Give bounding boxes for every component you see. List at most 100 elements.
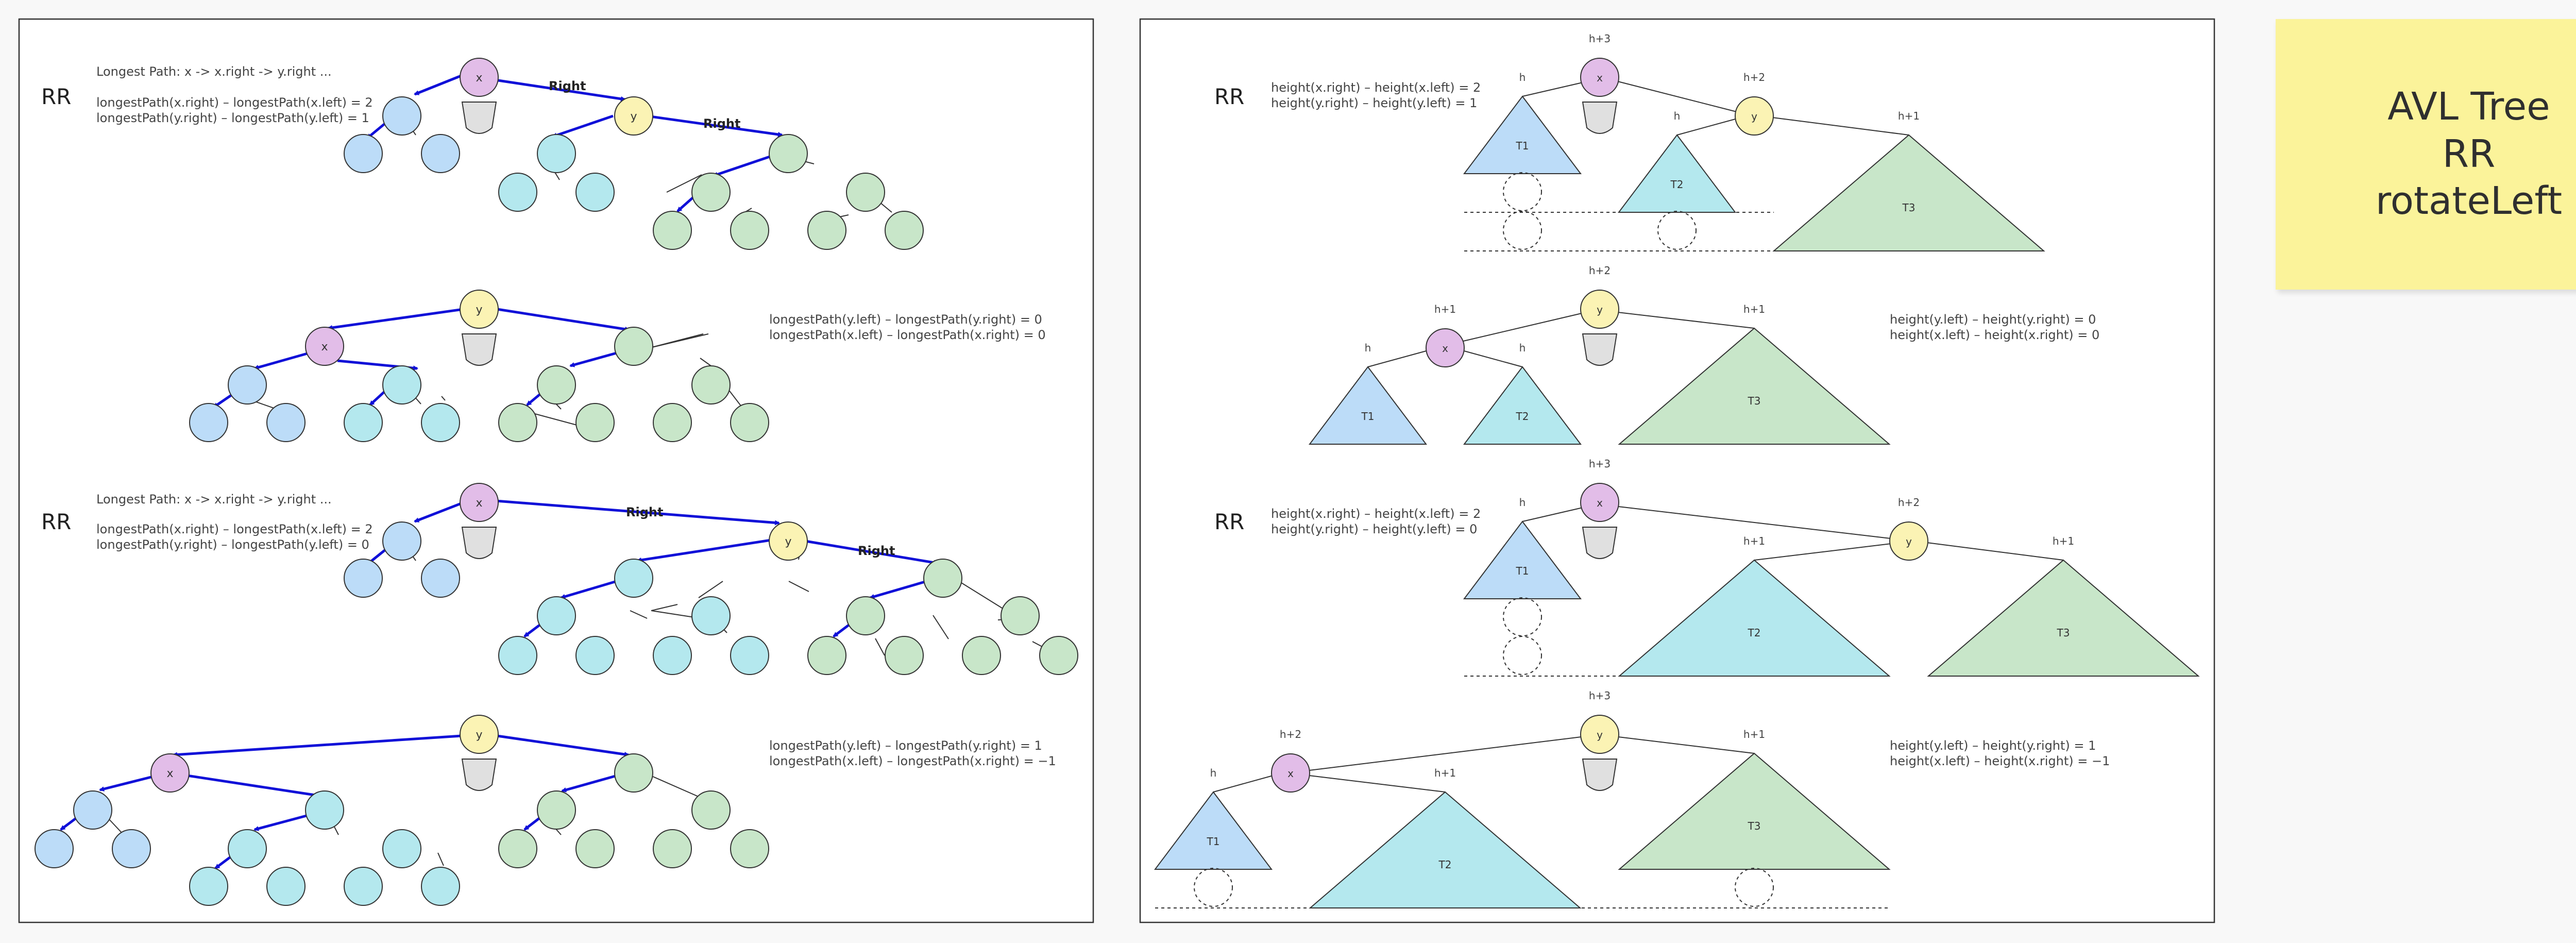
subtree-label: T1 [1516,140,1529,152]
subtree-label: T3 [1748,820,1761,832]
node-label: x [1287,767,1294,780]
height-label: h+2 [1280,728,1301,740]
node-x [1580,58,1619,97]
node-x [1426,328,1465,367]
node-label: y [1751,110,1757,123]
edge-label-right: Right [549,79,586,93]
null-subtree [1582,527,1618,559]
formula-line-2: height(x.left) – height(x.right) = 0 [1890,328,2099,342]
node-y [1735,96,1774,136]
subtree-label: T1 [1516,565,1529,577]
formula-line-2: longestPath(y.right) – longestPath(y.lef… [96,111,369,125]
height-label: h [1210,767,1217,779]
formula-line-1: height(x.right) – height(x.left) = 2 [1271,80,1481,95]
left-section-1: RR Longest Path: x -> x.right -> y.right… [41,58,924,250]
node-y [460,290,499,329]
subtree-label: T2 [1748,627,1761,639]
null-subtree [461,527,497,559]
height-label: h+1 [1434,767,1456,779]
rr-tag: RR [41,84,71,109]
height-label: h+3 [1589,458,1611,470]
node-label: y [476,304,482,316]
null-subtree [461,759,497,791]
height-label: h [1519,71,1526,83]
node-label: x [476,72,482,85]
formula-line-2: longestPath(y.right) – longestPath(y.lef… [96,537,369,552]
height-label: h+2 [1589,264,1611,277]
subtree-label: T3 [2057,627,2070,639]
sticky-line: AVL Tree [2387,84,2550,129]
subtree-label: T3 [1902,201,1916,214]
height-label: h [1519,496,1526,509]
null-subtree [1582,333,1618,366]
height-label: h+1 [1898,110,1920,122]
formula-line-1: longestPath(x.right) – longestPath(x.lef… [96,95,373,110]
sticky-note[interactable]: AVL Tree RR rotateLeft [2276,19,2576,290]
sticky-line: rotateLeft [2375,179,2563,224]
subtree-label: T1 [1361,410,1375,423]
longest-path-label: Longest Path: x -> x.right -> y.right ..… [96,64,332,79]
subtree-label: T3 [1748,395,1761,407]
node-x [1271,753,1310,793]
subtree-label: T2 [1670,178,1684,191]
null-subtree [1582,759,1618,791]
formula-line-2: height(x.left) – height(x.right) = −1 [1890,754,2110,768]
right-section-1: RR height(x.right) – height(x.left) = 2 … [1214,32,2045,251]
node-x [150,753,190,793]
right-section-2: height(y.left) – height(y.right) = 0 hei… [1308,264,2099,445]
left-section-4: longestPath(y.left) – longestPath(y.righ… [35,715,1056,906]
height-label: h [1519,342,1526,354]
null-subtree [1582,102,1618,134]
null-subtree [461,102,497,134]
subtree-t3 [1618,327,1891,445]
sticky-line: RR [2442,131,2496,176]
node-y [1580,715,1619,754]
formula-line-1: longestPath(x.right) – longestPath(x.lef… [96,522,373,536]
height-label: h+1 [1434,303,1456,315]
node-label: y [1597,304,1603,316]
node-label: y [476,729,482,742]
height-label: h+1 [2053,535,2074,547]
formula-line-2: height(y.right) – height(y.left) = 1 [1271,96,1477,110]
node-label: x [166,767,173,780]
rr-tag: RR [1214,509,1244,534]
node-label: x [321,341,328,353]
height-label: h+1 [1743,728,1765,740]
formula-line-2: longestPath(x.left) – longestPath(x.righ… [769,754,1056,768]
node-y [769,521,808,561]
node-label: y [785,535,791,548]
subtree-t1 [1154,791,1273,870]
height-label: h+2 [1743,71,1765,83]
height-label: h+2 [1898,496,1920,509]
height-label: h [1674,110,1681,122]
subtree-t1 [1463,520,1582,599]
height-label: h+1 [1743,303,1765,315]
longest-path-label: Longest Path: x -> x.right -> y.right ..… [96,492,332,507]
formula-line-1: longestPath(y.left) – longestPath(y.righ… [769,312,1042,327]
node-x [460,483,499,522]
formula-line-2: height(y.right) – height(y.left) = 0 [1271,522,1477,536]
height-label: h+1 [1743,535,1765,547]
subtree-label: T2 [1516,410,1529,423]
right-section-3: RR height(x.right) – height(x.left) = 2 … [1214,458,2200,677]
subtree-t2 [1618,559,1891,677]
rr-tag: RR [1214,84,1244,109]
edge-label-right: Right [858,544,895,558]
subtree-t2 [1309,791,1582,908]
edge-label-right: Right [703,116,740,131]
subtree-t2 [1463,366,1582,445]
formula-line-2: longestPath(x.left) – longestPath(x.righ… [769,328,1046,342]
height-label: h+3 [1589,32,1611,45]
subtree-label: T1 [1207,835,1220,848]
left-section-3: RR Longest Path: x -> x.right -> y.right… [41,483,1078,675]
subtree-t3 [1618,752,1891,870]
formula-line-1: height(x.right) – height(x.left) = 2 [1271,507,1481,521]
node-label: x [1597,497,1603,509]
edge-label-right: Right [626,505,663,519]
sticky-note-title: AVL Tree RR rotateLeft [2276,19,2576,290]
node-y [614,96,653,136]
node-x [305,327,344,366]
node-label: x [1597,72,1603,84]
left-section-2: longestPath(y.left) – longestPath(y.righ… [189,290,1046,442]
